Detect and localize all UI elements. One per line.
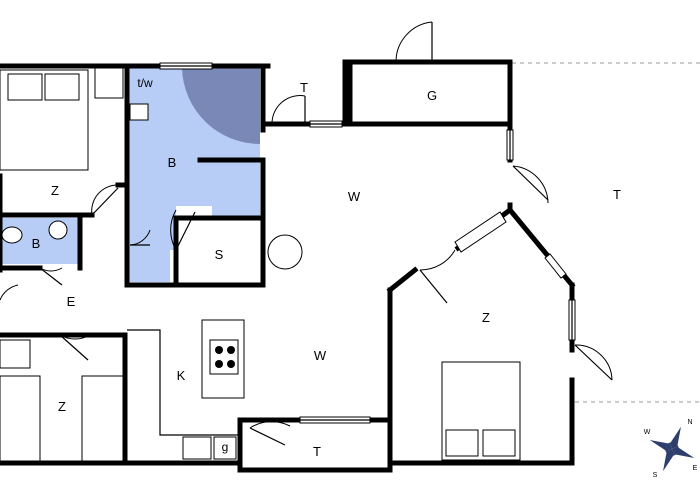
room-label-storage: S [215, 247, 224, 262]
room-label-garage: G [427, 88, 437, 103]
kitchen-g-label: g [222, 440, 229, 454]
room-label-bedroom-bottom-left: Z [58, 399, 66, 414]
room-label-bedroom-top: Z [51, 183, 59, 198]
shower-area [182, 68, 260, 144]
room-label-terrace-top: T [300, 80, 308, 95]
room-label-terrace-outside: T [613, 187, 621, 202]
room-label-kitchen: K [177, 368, 186, 383]
room-label-tw: t/w [137, 76, 153, 90]
room-label-bedroom-right: Z [482, 310, 490, 325]
room-label-bath-small: B [32, 236, 41, 251]
windows [159, 62, 576, 424]
room-label-bath-large: B [168, 155, 177, 170]
room-label-hall: E [67, 294, 76, 309]
room-label-terrace-bottom: T [313, 444, 321, 459]
room-label-living-lower: W [314, 348, 327, 363]
compass-e-label: E [693, 465, 698, 472]
walls [0, 59, 576, 473]
room-label-living-main: W [348, 189, 361, 204]
compass-n-label: N [687, 419, 692, 426]
compass-s-label: S [653, 472, 658, 479]
compass-w-label: W [644, 429, 651, 436]
doors [0, 21, 613, 446]
compass-rose-icon [649, 426, 695, 472]
furniture [0, 67, 521, 463]
